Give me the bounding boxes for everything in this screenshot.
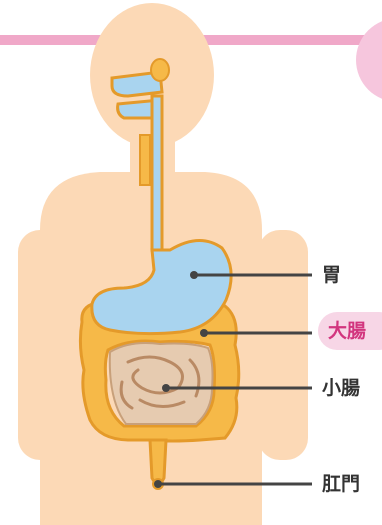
header-pink-circle [356,18,382,102]
rectum [150,440,166,484]
label-large-intestine: 大腸 [328,319,366,343]
label-anus: 肛門 [322,472,360,496]
label-small-intestine: 小腸 [322,376,360,400]
trachea [140,135,150,185]
label-stomach: 胃 [322,263,341,287]
pituitary [151,59,169,81]
small-intestine [110,343,213,424]
esophagus [152,96,162,250]
